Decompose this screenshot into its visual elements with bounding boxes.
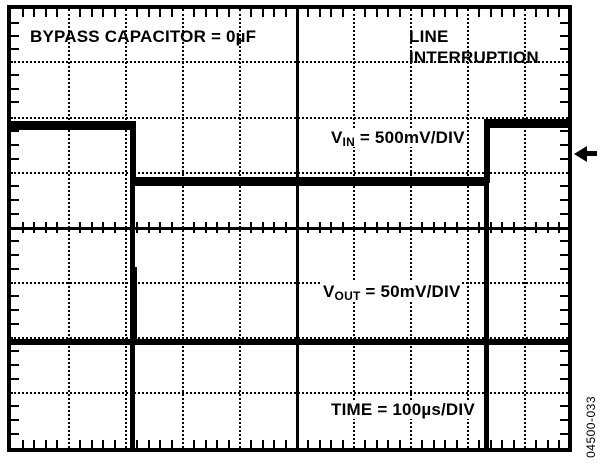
annotation-line-interruption-line2: INTERRUPTION: [409, 48, 539, 68]
cursor-interruption-end: [484, 119, 489, 448]
grid-line-h-7: [11, 392, 568, 394]
grid-line-h-6: [11, 337, 568, 339]
axis-ticks-top: [11, 9, 568, 17]
annotation-vout-scale: VOUT = 50mV/DIV: [321, 281, 463, 303]
annotation-time-scale: TIME = 100µs/DIV: [329, 399, 477, 420]
annotation-line-interruption: LINE INTERRUPTION: [409, 26, 539, 69]
vout-trace-baseline: [11, 339, 568, 345]
grid-line-v-1: [68, 9, 70, 448]
grid-line-h-3: [11, 172, 568, 174]
grid-line-v-9: [524, 9, 526, 448]
graticule-frame: BYPASS CAPACITOR = 0µF LINE INTERRUPTION…: [7, 5, 572, 452]
vout-subscript: OUT: [334, 289, 361, 303]
grid-line-h-center: [11, 227, 568, 230]
plot-area: BYPASS CAPACITOR = 0µF LINE INTERRUPTION…: [11, 9, 568, 448]
vout-value: = 50mV/DIV: [360, 282, 461, 301]
grid-line-h-1: [11, 61, 568, 63]
annotation-vin-scale: VIN = 500mV/DIV: [329, 127, 467, 149]
grid-line-v-8: [467, 9, 469, 448]
annotation-bypass-capacitor: BYPASS CAPACITOR = 0µF: [30, 27, 257, 46]
grid-line-v-6: [353, 9, 355, 448]
vin-trace-falling-edge: [130, 121, 136, 183]
vin-trace-high-right: [484, 119, 568, 128]
grid-line-v-2: [125, 9, 127, 448]
vin-trace-rising-edge: [484, 119, 490, 183]
vout-symbol: V: [323, 282, 335, 301]
grid-line-v-3: [182, 9, 184, 448]
figure-id-caption: 04500-033: [584, 396, 598, 458]
vin-subscript: IN: [342, 135, 355, 149]
vin-value: = 500mV/DIV: [354, 128, 465, 147]
annotation-line-interruption-line1: LINE: [409, 27, 449, 46]
trigger-level-arrow-icon: [574, 146, 587, 162]
grid-line-v-4: [239, 9, 241, 448]
vin-symbol: V: [331, 128, 343, 147]
vin-trace-low: [130, 177, 489, 186]
grid-line-v-7: [410, 9, 412, 448]
grid-line-h-5: [11, 282, 568, 284]
vin-trace-high-left: [11, 121, 135, 130]
grid-line-v-center: [296, 9, 299, 448]
grid-line-h-2: [11, 117, 568, 119]
trigger-level-arrow-stem-icon: [586, 151, 597, 156]
vout-trace-glitch-spike: [131, 267, 137, 343]
time-scale-text: TIME = 100µs/DIV: [329, 400, 477, 419]
